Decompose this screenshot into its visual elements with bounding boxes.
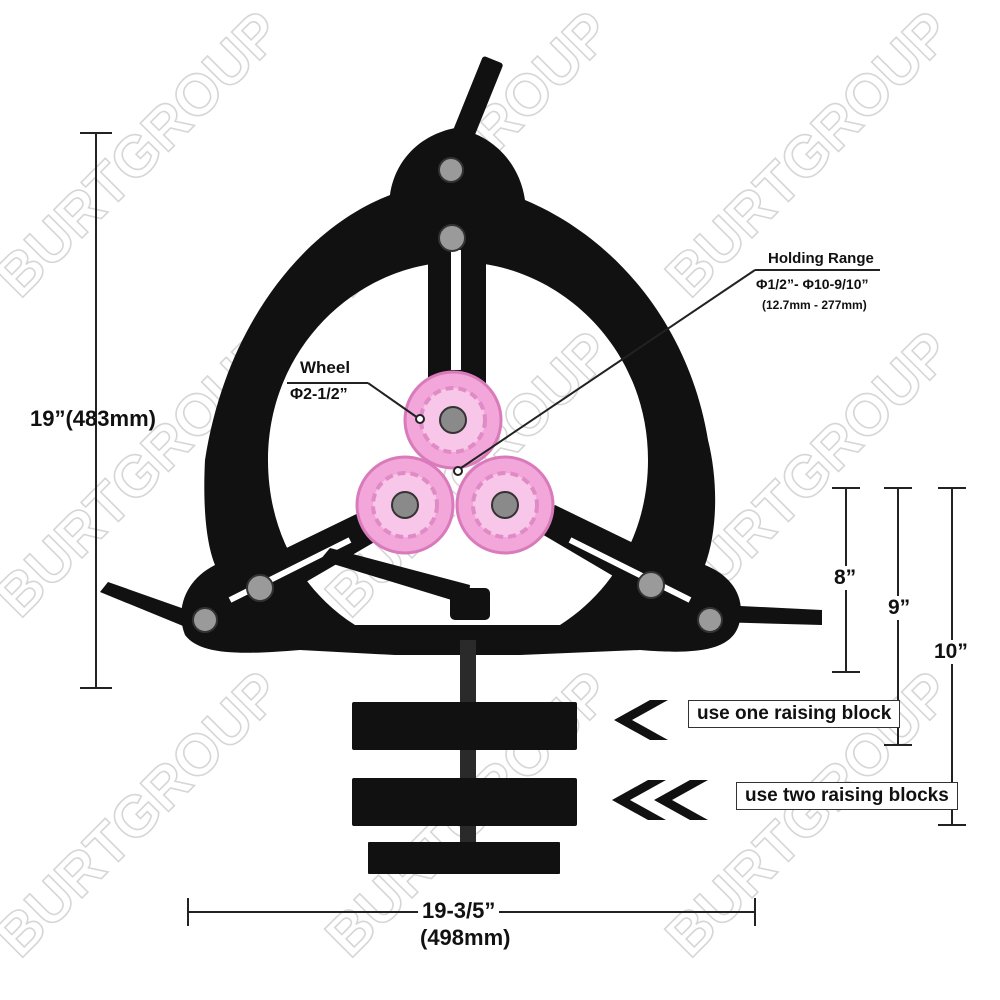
height-dimension-label: 19”(483mm) <box>30 406 156 431</box>
wheel-size: Φ2-1/2” <box>290 386 348 403</box>
holding-range-metric: (12.7mm - 277mm) <box>762 298 867 312</box>
arrow-two-blocks-icon <box>612 780 708 820</box>
width-dimension-label: 19-3/5” <box>418 898 500 924</box>
tool-frame <box>100 56 822 855</box>
lever-knob <box>450 588 490 620</box>
height-8-label: 8” <box>832 566 859 590</box>
bolt <box>438 224 466 252</box>
bolt <box>697 607 723 633</box>
raising-block-upper <box>352 702 577 750</box>
top-handle <box>439 56 503 175</box>
wheel-title: Wheel <box>300 358 351 377</box>
wheel-left <box>355 455 455 555</box>
bolt <box>438 157 464 183</box>
left-handle <box>100 582 210 635</box>
one-raising-block-label: use one raising block <box>688 700 901 728</box>
bolts <box>192 157 723 633</box>
height-9-label: 9” <box>886 596 913 620</box>
watermark-text: BURTGROUP <box>0 0 293 309</box>
raising-block-lower <box>352 778 577 826</box>
frame-ring <box>181 128 741 655</box>
bolt <box>637 571 665 599</box>
vertical-slot <box>451 250 461 370</box>
holding-range-value: Φ1/2”- Φ10-9/10” <box>756 276 869 292</box>
leader-dots <box>415 414 463 476</box>
watermark-text: BURTGROUP <box>0 659 293 969</box>
wheel-top <box>403 370 503 470</box>
holding-range-title: Holding Range <box>768 250 874 267</box>
two-raising-blocks-label: use two raising blocks <box>736 782 958 810</box>
right-handle <box>715 605 822 625</box>
base-plate <box>368 842 560 874</box>
tension-lever <box>320 548 470 605</box>
bolt <box>192 607 218 633</box>
wheel-right <box>455 455 555 555</box>
bolt <box>246 574 274 602</box>
raising-blocks <box>352 702 577 874</box>
height-10-label: 10” <box>932 640 970 664</box>
wheels <box>355 370 555 555</box>
width-dimension-metric: (498mm) <box>420 925 511 950</box>
arrow-one-block-icon <box>614 700 668 740</box>
